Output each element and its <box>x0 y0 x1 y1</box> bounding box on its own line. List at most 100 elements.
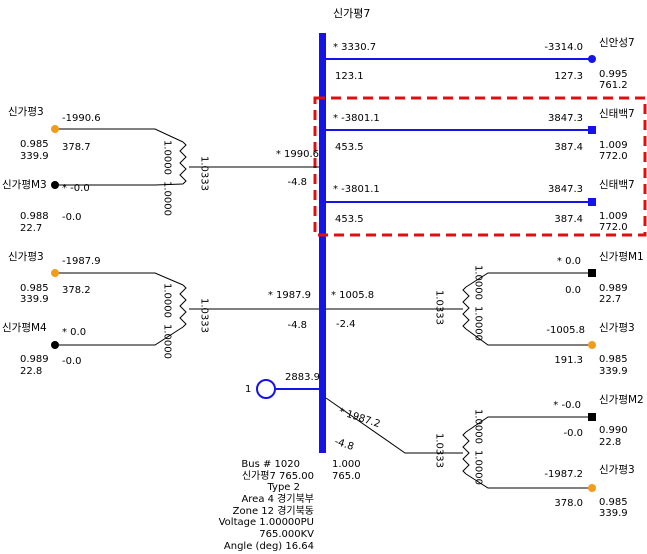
left-transformer-1[interactable]: * 1990.6 -4.8 신가평3 0.985 339.9 -1990.6 3… <box>2 106 319 234</box>
xfmr-q: 378.2 <box>62 285 91 296</box>
xfmr-q: 378.0 <box>554 498 583 509</box>
bus-info-panel: Bus # 1020 신가평7 765.00 Type 2 Area 4 경기북… <box>219 459 315 552</box>
bus-voltage-kv: 339.9 <box>599 508 628 519</box>
bus-node-singapyeong3[interactable] <box>588 341 596 349</box>
bus-voltage-pu: 0.989 <box>599 283 628 294</box>
xfmr-bus-q: -4.8 <box>287 177 307 188</box>
bus-voltage-pu: 0.985 <box>20 283 49 294</box>
bus-name: 신가평M1 <box>599 251 644 263</box>
bus-voltage-kv: 339.9 <box>599 366 628 377</box>
bus-voltage-pu: 0.985 <box>20 139 49 150</box>
xfmr-ratio: 1.0000 <box>473 306 484 341</box>
xfmr-bus-p: * 1005.8 <box>331 290 374 301</box>
bus-voltage-pu: 1.009 <box>599 140 628 151</box>
bus-node-singapyeong-m3[interactable] <box>51 181 59 189</box>
xfmr-bus-q: -4.8 <box>287 320 307 331</box>
main-bus-name: 신가평7 <box>333 7 370 20</box>
xfmr-bus-p: * 1987.9 <box>268 290 311 301</box>
xfmr-ratio: 1.0000 <box>473 409 484 444</box>
bus-voltage-kv: 339.9 <box>20 294 49 305</box>
bus-node-singapyeong-m2[interactable] <box>588 413 596 421</box>
xfmr-bus-q: -2.4 <box>336 319 356 330</box>
line-q-to: 127.3 <box>554 71 583 82</box>
line-q-to: 387.4 <box>554 142 583 153</box>
xfmr-winding <box>462 431 470 475</box>
bus-angle: Angle (deg) 16.64 <box>224 541 314 552</box>
main-bus-voltage-kv: 765.0 <box>332 471 361 482</box>
xfmr-p: * 0.0 <box>557 256 581 267</box>
line-p-from: * -3801.1 <box>333 113 380 124</box>
right-transformer-1[interactable]: * 1005.8 -2.4 * 0.0 0.0 신가평M1 0.989 22.7… <box>326 251 644 377</box>
xfmr-ratio: 1.0000 <box>473 450 484 485</box>
line-p-from: * 3330.7 <box>333 42 376 53</box>
generator[interactable]: 1 2883.9 <box>245 372 320 399</box>
bus-node-singapyeong3[interactable] <box>51 125 59 133</box>
bus-name: 신가평3 <box>8 251 44 263</box>
bus-node-singapyeong3[interactable] <box>51 269 59 277</box>
xfmr-ratio: 1.0333 <box>199 156 210 191</box>
bus-voltage-kv: 765.000KV <box>259 529 314 540</box>
line-sintaebaek-2[interactable]: * -3801.1 453.5 3847.3 387.4 신태백7 1.009 … <box>326 179 635 233</box>
line-sinanseong[interactable]: * 3330.7 123.1 -3314.0 127.3 신안성7 0.995 … <box>326 37 635 91</box>
bus-name: 신가평3 <box>8 106 44 118</box>
xfmr-q: 191.3 <box>554 355 583 366</box>
bus-node-singapyeong-m1[interactable] <box>588 269 596 277</box>
bus-number: Bus # 1020 <box>241 459 300 470</box>
line-q-to: 387.4 <box>554 214 583 225</box>
line-p-to: 3847.3 <box>548 113 583 124</box>
bus-type: Type 2 <box>266 482 300 493</box>
bus-name: 신태백7 <box>599 108 635 120</box>
bus-node-singapyeong3[interactable] <box>588 484 596 492</box>
xfmr-p: * -0.0 <box>62 183 90 194</box>
bus-voltage-kv: 761.2 <box>599 80 628 91</box>
right-transformer-2[interactable]: * 1987.2 -4.8 * -0.0 -0.0 신가평M2 0.990 22… <box>325 394 644 519</box>
xfmr-p: -1990.6 <box>62 113 101 124</box>
bus-area: Area 4 경기북부 <box>241 492 314 505</box>
bus-voltage-kv: 22.7 <box>20 223 42 234</box>
bus-voltage-kv: 22.8 <box>20 366 42 377</box>
xfmr-p: -1987.9 <box>62 256 101 267</box>
generator-output: 2883.9 <box>285 372 320 383</box>
bus-name: 신가평3 <box>599 464 635 476</box>
line-q-from: 453.5 <box>335 142 364 153</box>
xfmr-p: * 0.0 <box>62 327 86 338</box>
bus-node-sintaebaek[interactable] <box>588 198 596 206</box>
bus-voltage-pu: 0.985 <box>599 354 628 365</box>
bus-node-sintaebaek[interactable] <box>588 126 596 134</box>
line-q-from: 453.5 <box>335 214 364 225</box>
left-transformer-2[interactable]: * 1987.9 -4.8 신가평3 0.985 339.9 -1987.9 3… <box>2 251 319 377</box>
bus-voltage-pu: 0.990 <box>599 425 628 436</box>
xfmr-q: -0.0 <box>563 428 583 439</box>
bus-node-sinanseong[interactable] <box>588 55 596 63</box>
xfmr-ratio: 1.0000 <box>162 140 173 175</box>
bus-voltage-kv: 22.7 <box>599 294 621 305</box>
main-bus-bar[interactable] <box>319 33 326 453</box>
bus-voltage: Voltage 1.00000PU <box>219 517 314 528</box>
line-sintaebaek-1[interactable]: * -3801.1 453.5 3847.3 387.4 신태백7 1.009 … <box>326 108 635 162</box>
xfmr-winding <box>179 141 187 185</box>
generator-id: 1 <box>245 384 251 395</box>
xfmr-p: * -0.0 <box>553 400 581 411</box>
bus-node-singapyeong-m4[interactable] <box>51 341 59 349</box>
xfmr-ratio: 1.0000 <box>162 324 173 359</box>
xfmr-ratio: 1.0333 <box>434 290 445 325</box>
xfmr-ratio: 1.0000 <box>473 265 484 300</box>
line-q-from: 123.1 <box>335 71 364 82</box>
bus-zone: Zone 12 경기북동 <box>233 504 314 517</box>
generator-icon[interactable] <box>256 379 276 399</box>
bus-name: 신가평M4 <box>2 322 47 334</box>
xfmr-p: -1987.2 <box>544 469 583 480</box>
line-p-to: 3847.3 <box>548 184 583 195</box>
bus-voltage-kv: 339.9 <box>20 151 49 162</box>
xfmr-winding <box>462 286 470 330</box>
bus-name-kv: 신가평7 765.00 <box>242 470 314 482</box>
xfmr-p: -1005.8 <box>546 325 585 336</box>
main-bus-voltage-pu: 1.000 <box>332 459 361 470</box>
bus-voltage-pu: 0.988 <box>20 211 49 222</box>
bus-voltage-pu: 0.995 <box>599 69 628 80</box>
xfmr-bus-p: * 1990.6 <box>276 149 319 160</box>
bus-voltage-kv: 772.0 <box>599 151 628 162</box>
xfmr-ratio: 1.0333 <box>199 298 210 333</box>
xfmr-q: -0.0 <box>62 212 82 223</box>
xfmr-bus-q: -4.8 <box>333 436 355 452</box>
